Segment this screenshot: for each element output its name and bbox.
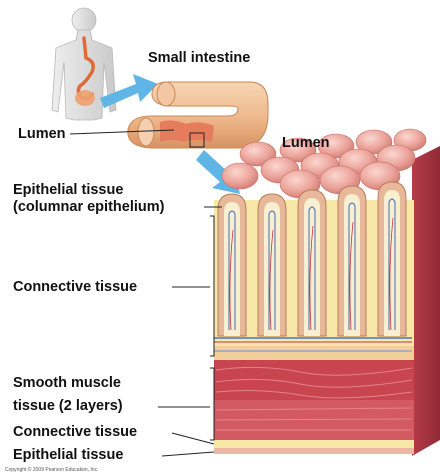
smooth-muscle-label-line2: tissue (2 layers) <box>13 398 123 415</box>
connective-tissue-label-1: Connective tissue <box>13 279 137 296</box>
lumen-label-top: Lumen <box>18 126 66 143</box>
copyright-notice: Copyright © 2009 Pearson Education, Inc. <box>5 467 98 473</box>
smooth-muscle-label-line1: Smooth muscle <box>13 375 121 392</box>
leader-lines <box>158 207 222 456</box>
epithelial-tissue-label: Epithelial tissue <box>13 182 123 199</box>
connective-tissue-label-2: Connective tissue <box>13 424 137 441</box>
small-intestine-label: Small intestine <box>148 50 250 67</box>
lumen-label-right: Lumen <box>282 135 330 152</box>
villi-cross-section <box>214 182 412 342</box>
columnar-epithelium-label: (columnar epithelium) <box>13 199 164 216</box>
tissue-block-icon <box>214 129 440 456</box>
epithelial-tissue-label-2: Epithelial tissue <box>13 447 123 464</box>
